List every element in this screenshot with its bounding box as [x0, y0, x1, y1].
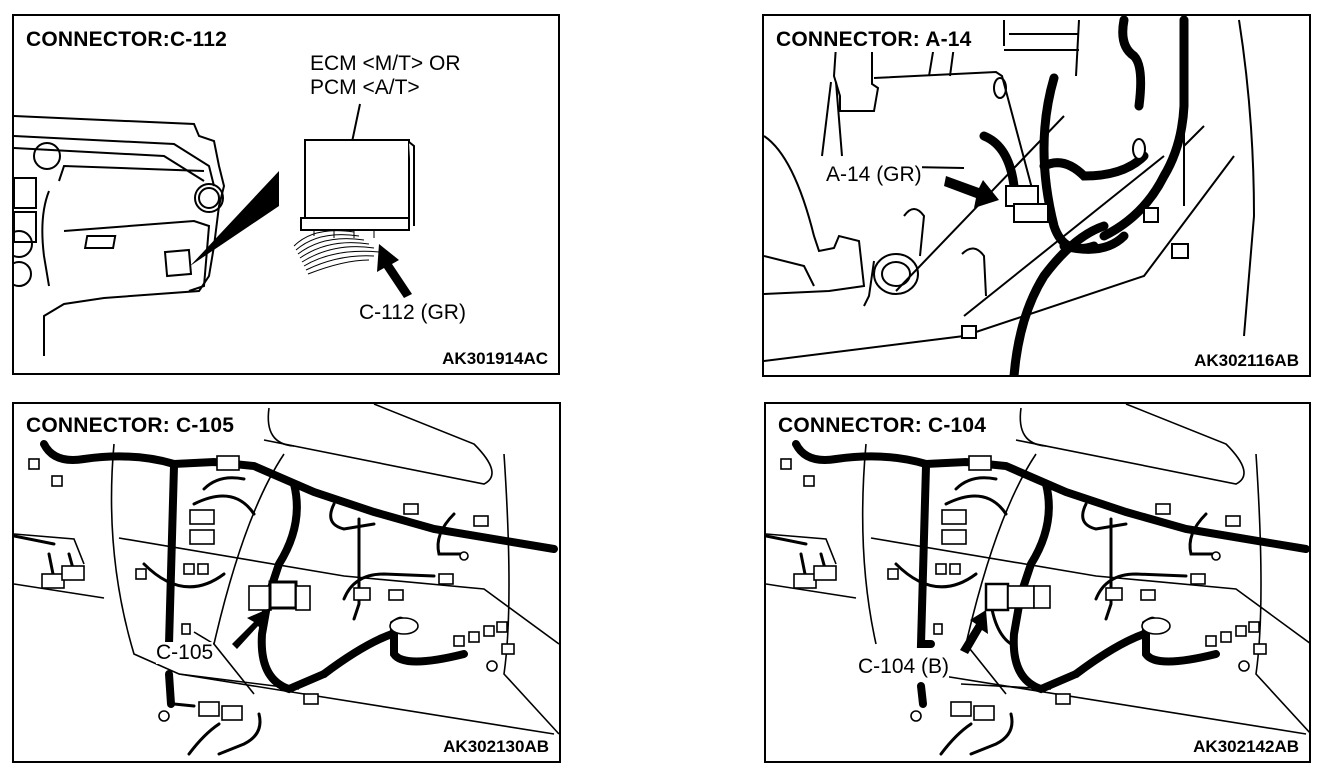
connector-panel-a14: CONNECTOR: A-14 A-14 (GR) AK302116AB [762, 14, 1311, 377]
connector-label: C-112 (GR) [359, 301, 466, 324]
panel-title: CONNECTOR: A-14 [774, 28, 974, 52]
figure-code: AK301914AC [442, 349, 548, 368]
figure-code: AK302130AB [443, 737, 549, 756]
connector-panel-c105: CONNECTOR: C-105 C-105 AK302130AB [12, 402, 561, 763]
harness-c105-illustration [14, 404, 559, 756]
engine-bay-illustration [764, 16, 1256, 375]
harness-c104-illustration [766, 404, 1309, 756]
panel-title: CONNECTOR: C-104 [776, 414, 989, 438]
figure-code: AK302116AB [1194, 351, 1299, 370]
connector-panel-c104: CONNECTOR: C-104 C-104 (B) AK302142AB [764, 402, 1311, 763]
figure-code: AK302142AB [1193, 737, 1299, 756]
component-label-line2: PCM <A/T> [310, 76, 420, 99]
connector-label: C-104 (B) [858, 655, 950, 678]
connector-label: C-105 [156, 641, 214, 664]
dashboard-ecm-illustration [14, 103, 415, 356]
connector-panel-c112: CONNECTOR:C-112 ECM <M/T> OR PCM <A/T> C… [12, 14, 560, 375]
panel-title: CONNECTOR: C-105 [24, 414, 237, 438]
connector-label: A-14 (GR) [826, 163, 922, 186]
panel-title: CONNECTOR:C-112 [24, 28, 229, 52]
component-label-line1: ECM <M/T> OR [310, 52, 461, 75]
